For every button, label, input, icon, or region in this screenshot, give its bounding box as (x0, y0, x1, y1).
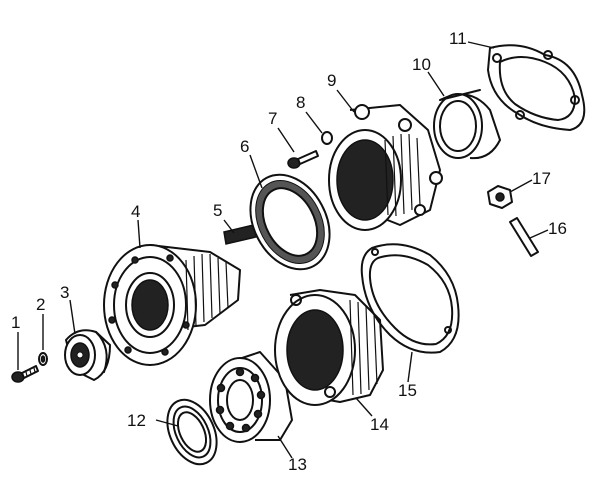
leader-16 (529, 229, 549, 239)
leader-7 (277, 127, 295, 153)
leader-lines (17, 41, 549, 459)
part-9-toothed-housing (328, 104, 443, 231)
callout-6: 6 (240, 137, 249, 156)
part-11-gasket (487, 44, 586, 131)
part-3-cap (64, 329, 111, 381)
callout-4: 4 (131, 202, 140, 221)
leader-3 (69, 299, 76, 335)
callout-8: 8 (296, 93, 305, 112)
callout-12: 12 (127, 411, 146, 430)
part-4-flanged-hub (103, 244, 241, 366)
part-15-gasket (360, 243, 460, 354)
callout-9: 9 (327, 71, 336, 90)
leader-8 (305, 111, 323, 134)
leader-6 (249, 154, 263, 189)
callout-1: 1 (11, 313, 20, 332)
leader-9 (336, 89, 355, 113)
callout-2: 2 (36, 295, 45, 314)
leader-13 (277, 435, 293, 459)
callout-17: 17 (532, 169, 551, 188)
leader-15 (407, 351, 413, 383)
leader-10 (427, 71, 445, 97)
leader-4 (137, 219, 141, 249)
callout-10: 10 (412, 55, 431, 74)
callout-7: 7 (268, 109, 277, 128)
callout-13: 13 (288, 455, 307, 474)
leader-12 (155, 419, 179, 427)
callout-14: 14 (370, 415, 389, 434)
part-12-thrust-washer (166, 398, 218, 466)
callout-3: 3 (60, 283, 69, 302)
callout-16: 16 (548, 219, 567, 238)
leader-14 (355, 397, 373, 417)
callout-15: 15 (398, 381, 417, 400)
part-13-roller-bearing (209, 351, 293, 443)
part-2-washer (38, 352, 48, 366)
callout-labels: 1 2 3 4 5 6 7 8 9 10 11 12 13 14 15 16 1… (11, 29, 567, 474)
leader-11 (467, 41, 495, 49)
part-17-nut (487, 185, 513, 209)
part-16-pin (509, 217, 539, 257)
leader-5 (223, 219, 235, 234)
part-10-bearing-ring (433, 89, 501, 160)
part-14-gear-carrier (274, 289, 384, 406)
part-8-washer (321, 131, 333, 145)
part-7-bolt (287, 150, 319, 169)
callout-5: 5 (213, 201, 222, 220)
part-6-seal-ring (249, 173, 331, 271)
callout-11: 11 (449, 29, 467, 48)
part-1-bolt (11, 365, 39, 383)
leader-17 (509, 179, 533, 193)
